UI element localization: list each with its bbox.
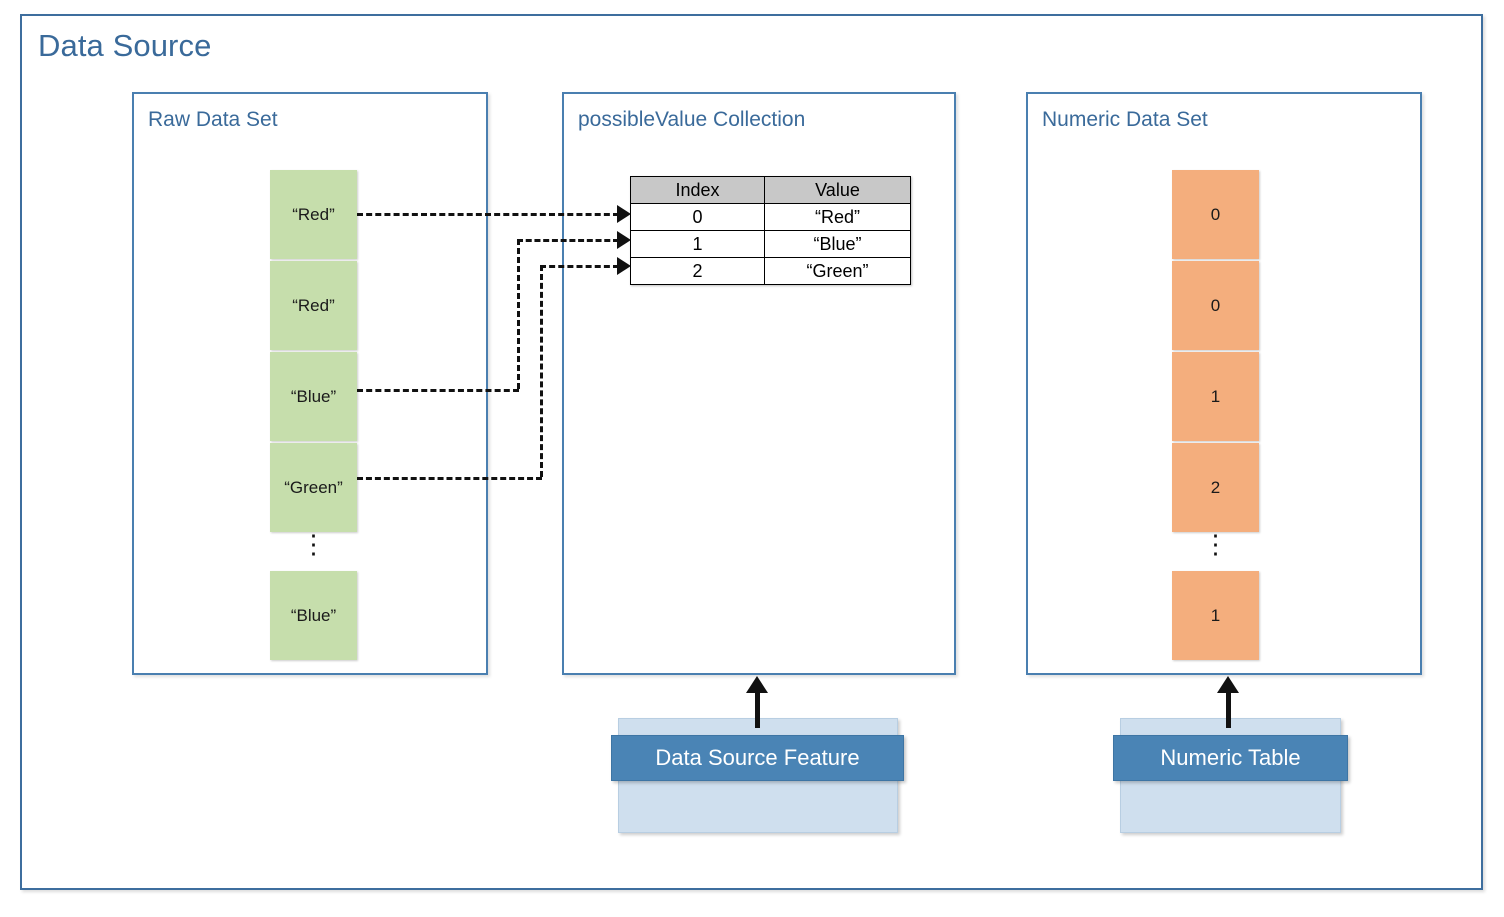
- numeric-value-box: 0: [1172, 261, 1259, 350]
- panel-raw-data-set-title: Raw Data Set: [148, 108, 278, 131]
- table-header-row: Index Value: [630, 176, 911, 204]
- connector-green-arrowhead-icon: [617, 257, 631, 275]
- raw-value-box: “Red”: [270, 170, 357, 259]
- cell-value: “Green”: [764, 257, 911, 285]
- numeric-table-banner[interactable]: Numeric Table: [1113, 735, 1348, 781]
- column-header-index: Index: [630, 176, 765, 204]
- raw-value-box: “Green”: [270, 443, 357, 532]
- table-row: 2 “Green”: [630, 257, 911, 285]
- numeric-ellipsis-icon: ⋮: [1202, 529, 1229, 559]
- cell-index: 0: [630, 203, 765, 231]
- connector-green-segment-v: [540, 265, 543, 477]
- cell-index: 2: [630, 257, 765, 285]
- possible-value-table: Index Value 0 “Red” 1 “Blue” 2 “Green”: [630, 176, 911, 285]
- cell-index: 1: [630, 230, 765, 258]
- page-title: Data Source: [38, 28, 212, 63]
- raw-value-box: “Blue”: [270, 571, 357, 660]
- raw-value-box: “Blue”: [270, 352, 357, 441]
- numeric-value-box: 2: [1172, 443, 1259, 532]
- connector-green-segment-h1: [357, 477, 542, 480]
- connector-red-to-index-0: [357, 213, 619, 216]
- numeric-value-box: 0: [1172, 170, 1259, 259]
- arrow-data-source-feature-shaft: [755, 692, 760, 728]
- panel-possible-value-collection-title: possibleValue Collection: [578, 108, 806, 131]
- numeric-table-label: Numeric Table: [1160, 745, 1301, 770]
- arrow-data-source-feature-head-icon: [746, 676, 768, 693]
- cell-value: “Red”: [764, 203, 911, 231]
- numeric-value-box: 1: [1172, 571, 1259, 660]
- table-row: 0 “Red”: [630, 203, 911, 231]
- raw-value-box: “Red”: [270, 261, 357, 350]
- panel-numeric-data-set-title: Numeric Data Set: [1042, 108, 1208, 131]
- arrow-numeric-table-shaft: [1226, 692, 1231, 728]
- data-source-feature-banner[interactable]: Data Source Feature: [611, 735, 904, 781]
- arrow-numeric-table-head-icon: [1217, 676, 1239, 693]
- numeric-value-box: 1: [1172, 352, 1259, 441]
- cell-value: “Blue”: [764, 230, 911, 258]
- raw-ellipsis-icon: ⋮: [300, 529, 327, 559]
- connector-blue-arrowhead-icon: [617, 231, 631, 249]
- connector-red-arrowhead-icon: [617, 205, 631, 223]
- connector-green-segment-h2: [540, 265, 619, 268]
- data-source-feature-label: Data Source Feature: [655, 745, 860, 770]
- connector-blue-segment-v: [517, 239, 520, 389]
- table-row: 1 “Blue”: [630, 230, 911, 258]
- connector-blue-segment-h2: [517, 239, 619, 242]
- column-header-value: Value: [764, 176, 911, 204]
- connector-blue-segment-h1: [357, 389, 519, 392]
